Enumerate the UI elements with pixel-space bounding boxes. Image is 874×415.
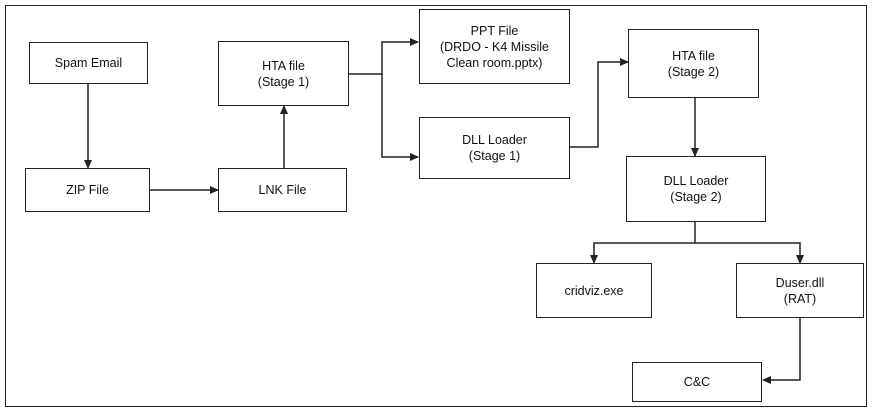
cridviz-exe-node: cridviz.exe [536, 263, 652, 318]
ppt-file-node: PPT File (DRDO - K4 Missile Clean room.p… [419, 9, 570, 84]
arrow-duser-to-cnc [762, 318, 801, 384]
duser-dll-node: Duser.dll (RAT) [736, 263, 864, 318]
spam-email-node: Spam Email [29, 42, 148, 84]
cnc-node: C&C [632, 362, 762, 402]
hta-file-stage1-node: HTA file (Stage 1) [218, 41, 349, 106]
dll-loader-stage1-node: DLL Loader (Stage 1) [419, 117, 570, 179]
arrow-hta1-to-ppt [349, 38, 419, 75]
hta-file-stage2-node: HTA file (Stage 2) [628, 29, 759, 98]
arrow-dll2-to-cridviz [590, 222, 696, 264]
lnk-file-node: LNK File [218, 168, 347, 212]
zip-file-node: ZIP File [25, 168, 150, 212]
arrow-hta1-to-dll1 [381, 74, 419, 161]
arrow-dll2-to-duser [695, 242, 804, 264]
arrow-dll1-to-hta2 [570, 58, 629, 148]
dll-loader-stage2-node: DLL Loader (Stage 2) [626, 156, 766, 222]
